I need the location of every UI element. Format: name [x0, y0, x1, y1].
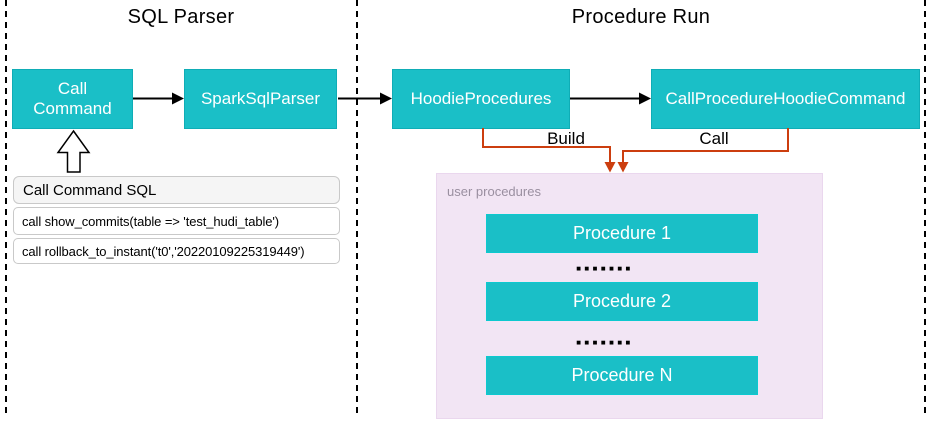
sql-table-row: call show_commits(table => 'test_hudi_ta…	[13, 207, 340, 235]
node-call-command-label: Call Command	[33, 78, 112, 118]
procedures-ellipsis-dots: ■■■■■■■	[576, 266, 634, 272]
sql-table-row: call rollback_to_instant('t0','202201092…	[13, 238, 340, 264]
section-title-procedure-run: Procedure Run	[571, 6, 711, 28]
arrow-hoodieprocedures-to-callprocedurehoodiecommand	[570, 92, 651, 105]
arrow-callcommand-to-sparksqlparser	[133, 92, 184, 105]
node-call-procedure-hoodie-command-label: CallProcedureHoodieCommand	[665, 88, 906, 108]
arrow-sparksqlparser-to-hoodieprocedures	[338, 92, 392, 105]
procedure-box-n-label: Procedure N	[571, 365, 673, 385]
procedures-ellipsis-dots: ■■■■■■■	[576, 340, 634, 346]
user-procedures-label: user procedures	[447, 184, 541, 199]
hollow-up-arrow-icon	[56, 129, 91, 173]
node-spark-sql-parser-label: SparkSqlParser	[200, 88, 321, 108]
procedure-box-1-label: Procedure 1	[572, 223, 672, 243]
node-call-command: Call Command	[12, 69, 133, 129]
node-spark-sql-parser: SparkSqlParser	[184, 69, 337, 129]
section-title-sql-parser: SQL Parser	[127, 6, 235, 28]
edge-label-call: Call	[699, 129, 729, 148]
node-call-procedure-hoodie-command: CallProcedureHoodieCommand	[651, 69, 920, 129]
procedure-box-n: Procedure N	[486, 356, 758, 395]
sql-table-header: Call Command SQL	[13, 176, 340, 204]
node-hoodie-procedures-label: HoodieProcedures	[410, 88, 552, 108]
procedure-box-1: Procedure 1	[486, 214, 758, 253]
node-hoodie-procedures: HoodieProcedures	[392, 69, 570, 129]
procedure-box-2: Procedure 2	[486, 282, 758, 321]
procedure-box-2-label: Procedure 2	[572, 291, 672, 311]
edge-label-build: Build	[547, 129, 585, 148]
